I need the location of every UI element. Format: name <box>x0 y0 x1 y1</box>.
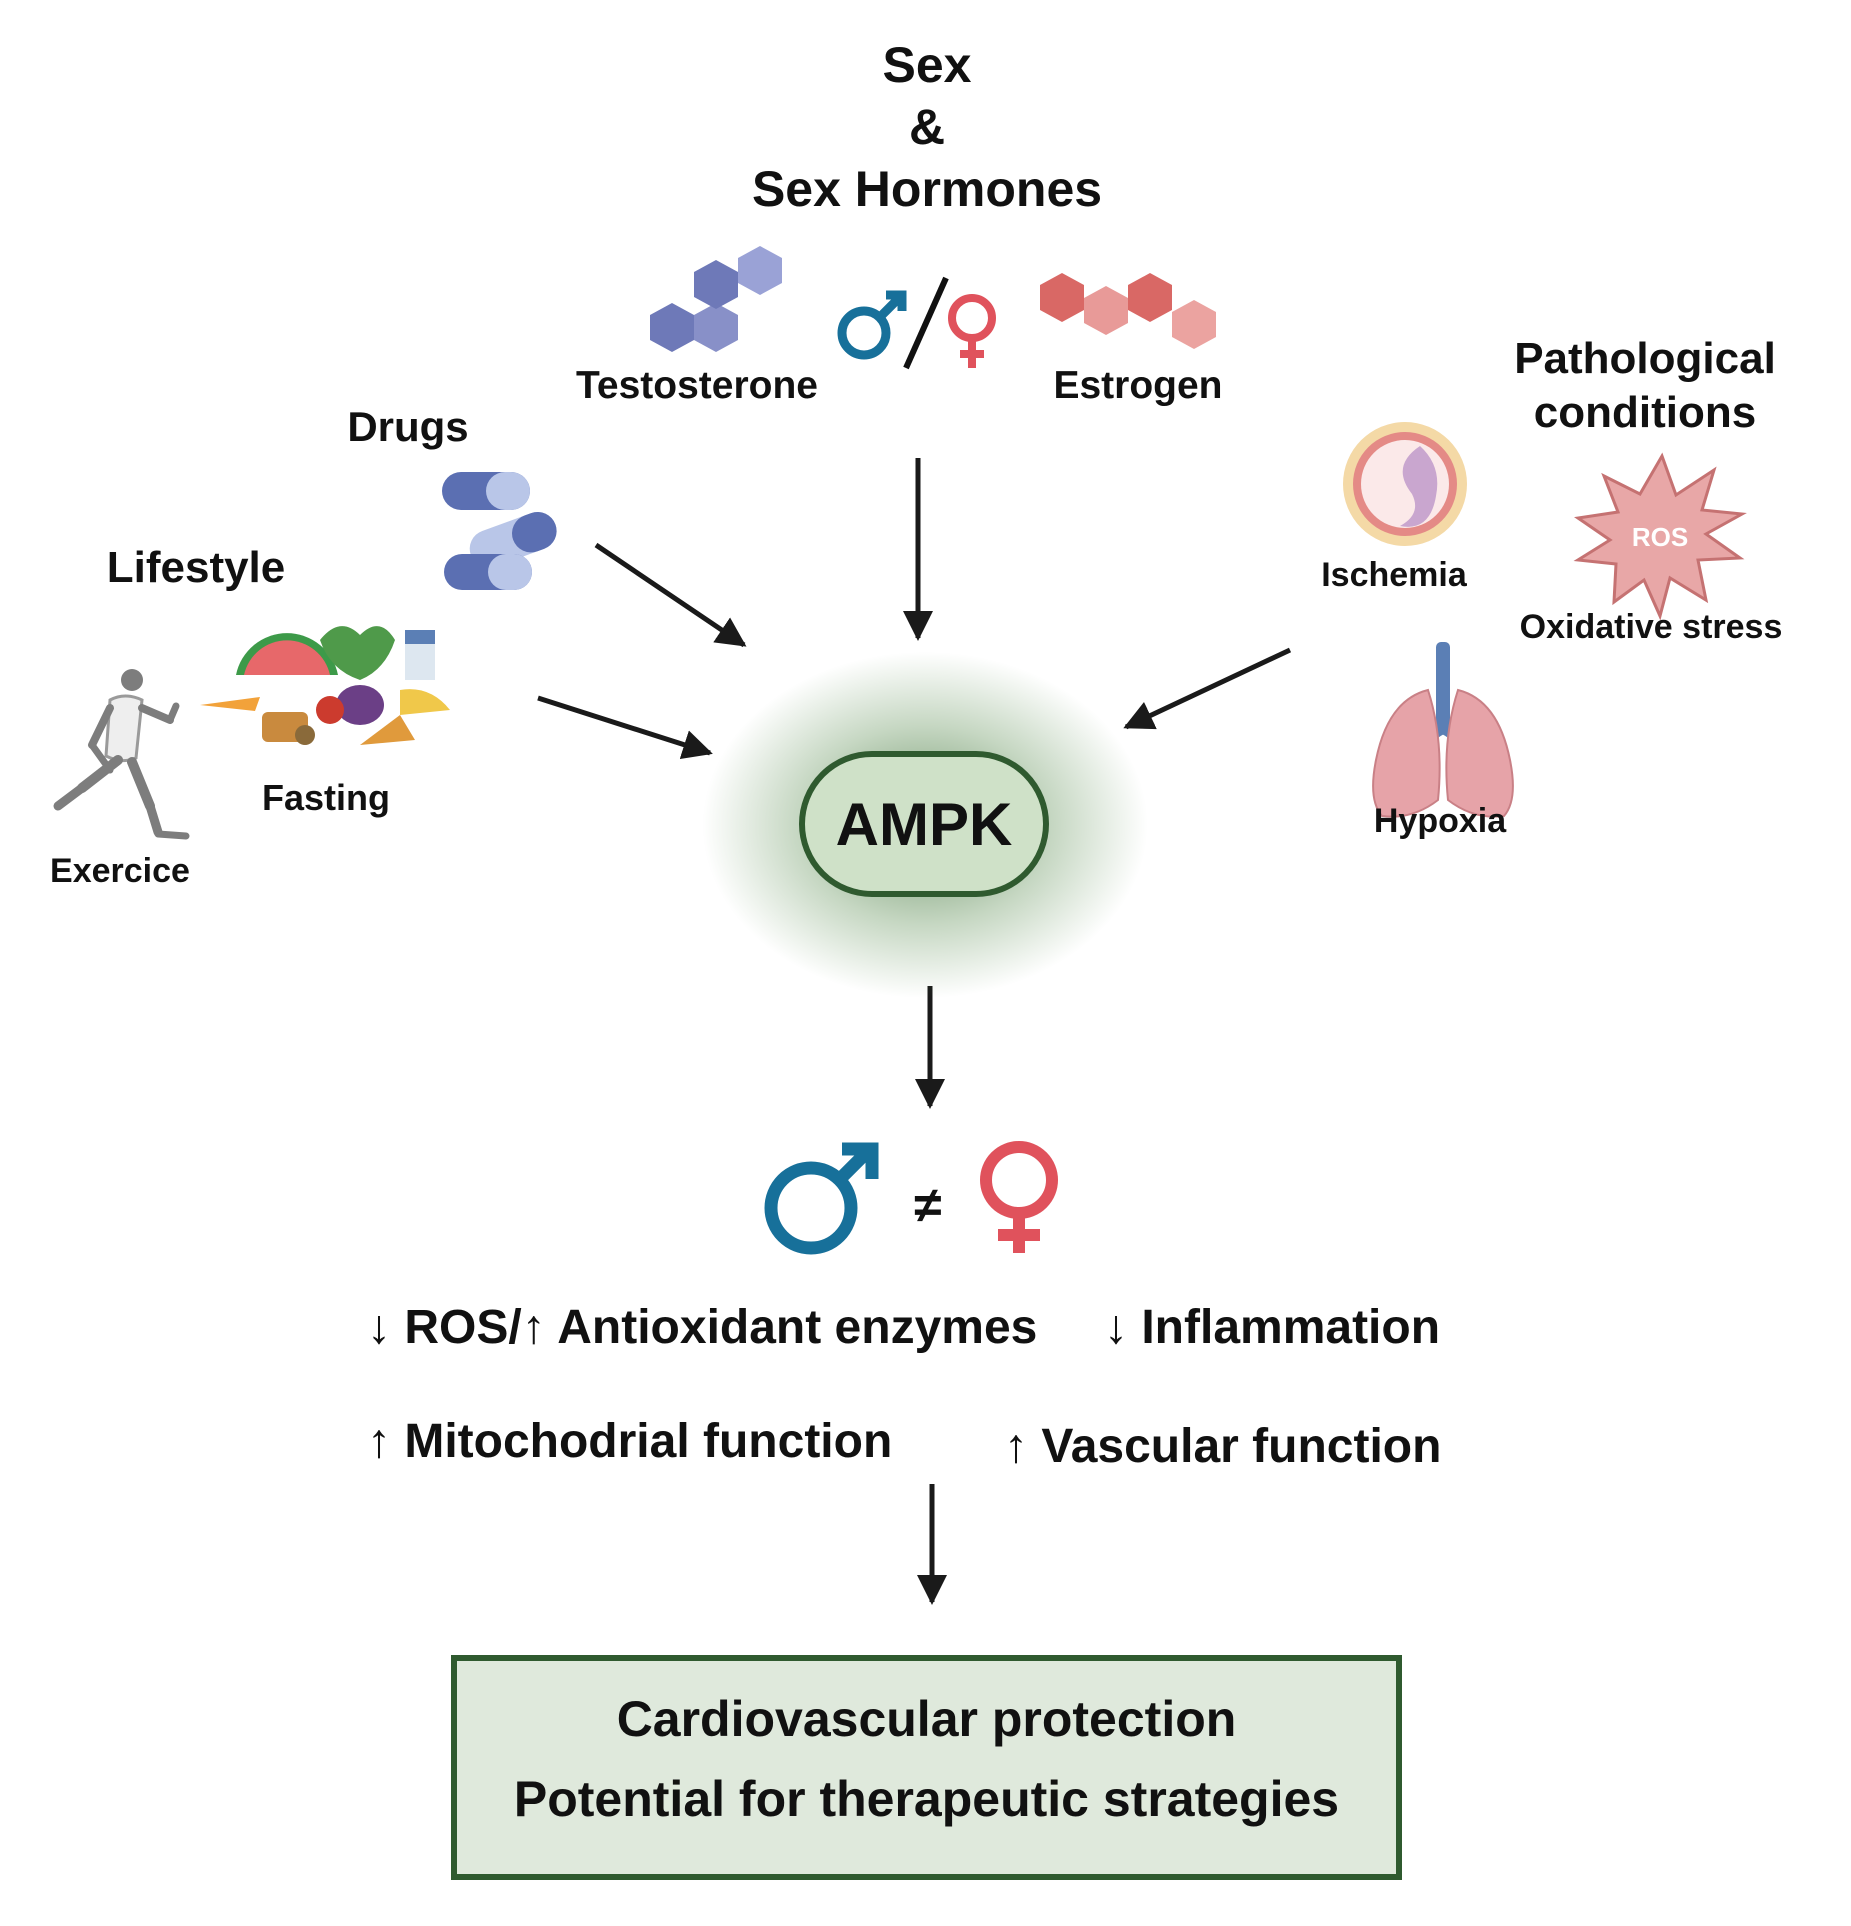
outcome-box: Cardiovascular protection Potential for … <box>451 1655 1402 1880</box>
estrogen-molecule-icon <box>1040 273 1216 349</box>
oxidative-stress-label: Oxidative stress <box>1519 608 1783 646</box>
title-line-1: Sex <box>882 37 972 93</box>
ampk-label: AMPK <box>835 790 1013 858</box>
effect-ros-antioxidant: ↓ ROS/↑ Antioxidant enzymes <box>367 1301 1038 1354</box>
lungs-icon <box>1372 642 1514 818</box>
effect-vascular: ↑ Vascular function <box>1004 1420 1442 1473</box>
runner-icon <box>53 669 190 840</box>
arrows <box>537 458 1292 1605</box>
ischemia-label: Ischemia <box>1321 556 1467 594</box>
estrogen-label: Estrogen <box>1053 364 1223 407</box>
male-symbol-icon <box>837 290 907 360</box>
testosterone-molecule-icon <box>650 246 782 352</box>
food-pile-icon <box>200 626 450 745</box>
ros-starburst-icon: ROS <box>1573 452 1747 621</box>
not-equal-sign: ≠ <box>914 1177 942 1233</box>
outcome-line-2: Potential for therapeutic strategies <box>513 1771 1340 1827</box>
drug-capsules-icon <box>442 472 557 590</box>
outcome-line-1: Cardiovascular protection <box>616 1691 1237 1747</box>
pathological-conditions-heading: Pathological conditions <box>1514 332 1776 440</box>
title-line-3: Sex Hormones <box>751 161 1103 217</box>
pathological-heading-line-1: Pathological <box>1514 334 1776 383</box>
ischemia-vessel-icon <box>1343 422 1467 546</box>
ampk-node: AMPK <box>799 751 1049 897</box>
fasting-label: Fasting <box>261 777 391 818</box>
lifestyle-label: Lifestyle <box>106 543 286 592</box>
arrow-lifestyle-to-ampk <box>537 695 713 760</box>
title-line-2: & <box>908 99 946 155</box>
diagram-title: Sex & Sex Hormones <box>752 34 1102 220</box>
slash-divider <box>903 276 949 370</box>
testosterone-label: Testosterone <box>576 364 818 407</box>
female-large-icon <box>980 1141 1058 1253</box>
effect-inflammation: ↓ Inflammation <box>1104 1301 1441 1354</box>
male-large-icon <box>764 1142 879 1255</box>
female-symbol-icon <box>948 294 996 368</box>
pathological-heading-line-2: conditions <box>1533 388 1757 437</box>
ros-badge-label: ROS <box>1632 522 1688 552</box>
arrow-pathology-to-ampk <box>1123 647 1292 730</box>
hypoxia-label: Hypoxia <box>1373 802 1507 840</box>
arrow-drugs-to-ampk <box>594 542 747 648</box>
drugs-label: Drugs <box>347 403 469 450</box>
exercise-label: Exercice <box>50 852 190 890</box>
effect-mitochondrial: ↑ Mitochodrial function <box>367 1415 893 1468</box>
